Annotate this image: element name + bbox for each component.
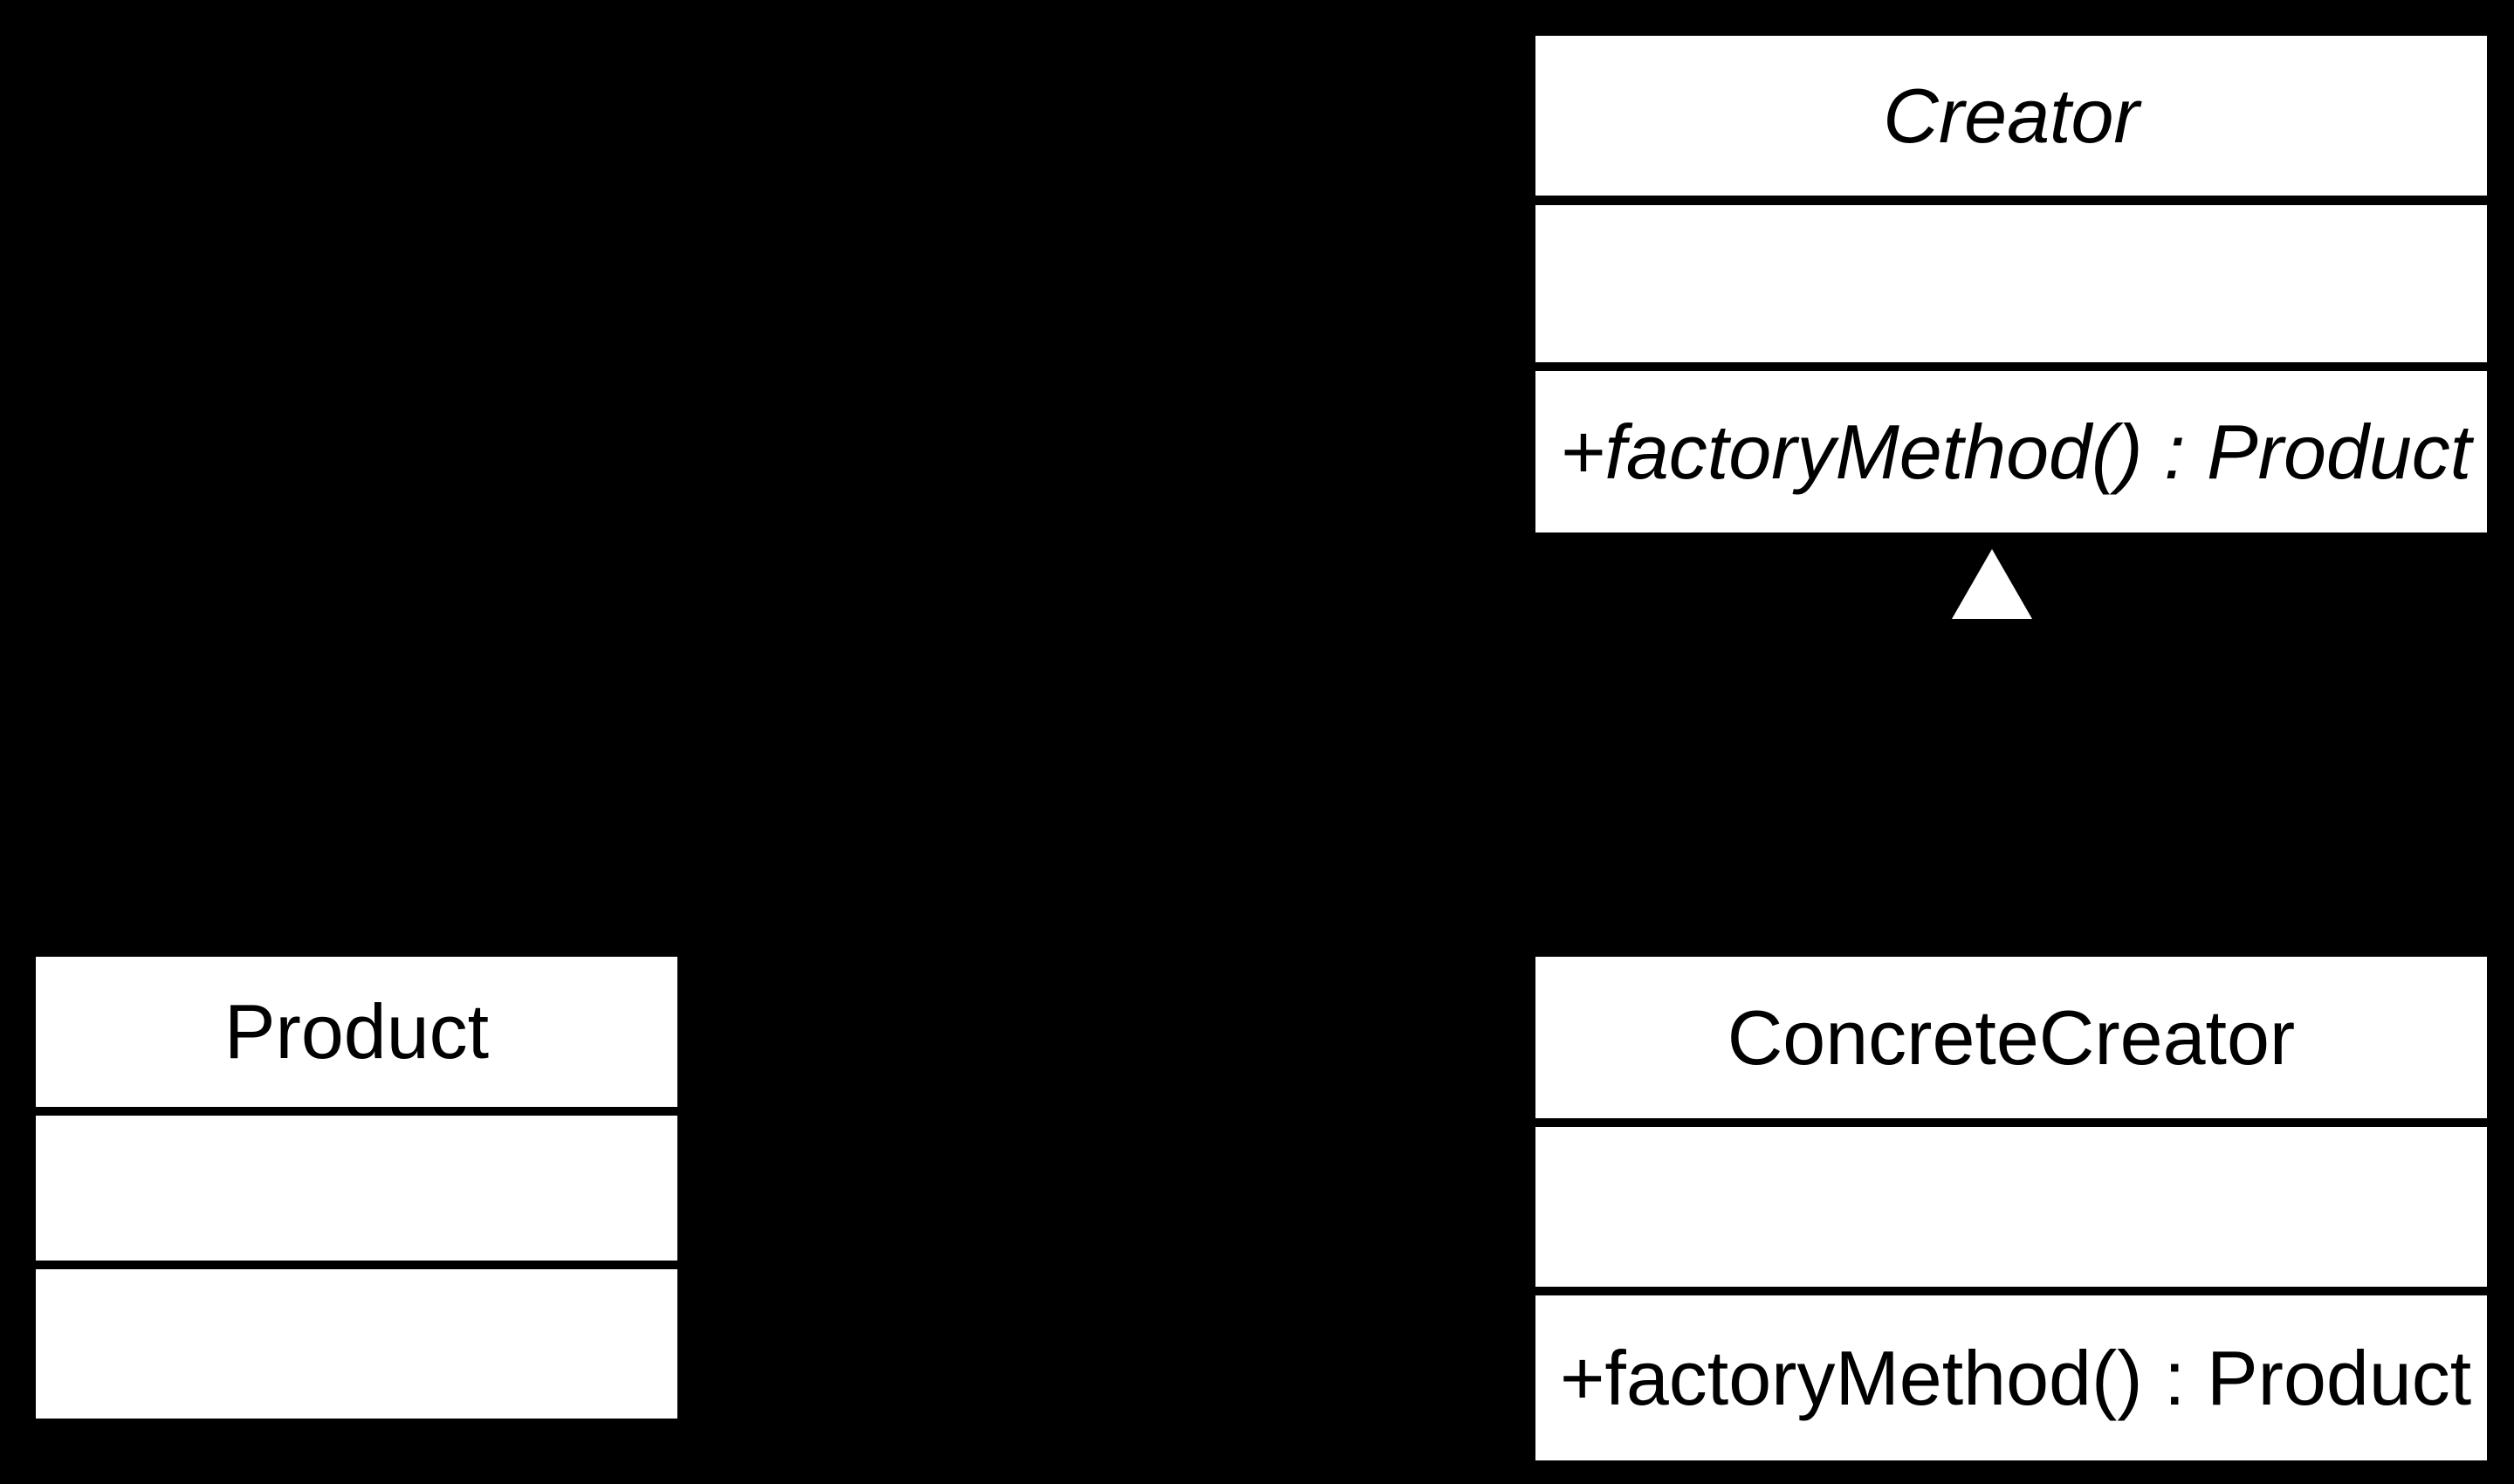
class-name-product: Product [36,957,677,1107]
class-box-creator: Creator +factoryMethod() : Product [1535,36,2487,532]
generalization-triangle-icon [1952,549,2032,619]
method-creator-factorymethod: +factoryMethod() : Product [1535,371,2487,532]
method-concrete-creator-factorymethod: +factoryMethod() : Product [1535,1295,2487,1460]
attributes-compartment-creator [1535,205,2487,362]
class-name-concrete-creator: ConcreteCreator [1535,957,2487,1118]
methods-compartment-product [36,1269,677,1419]
attributes-compartment-concrete-creator [1535,1127,2487,1287]
class-name-creator: Creator [1535,36,2487,196]
attributes-compartment-product [36,1116,677,1261]
class-box-product: Product [36,957,677,1419]
class-box-concrete-creator: ConcreteCreator +factoryMethod() : Produ… [1535,957,2487,1460]
